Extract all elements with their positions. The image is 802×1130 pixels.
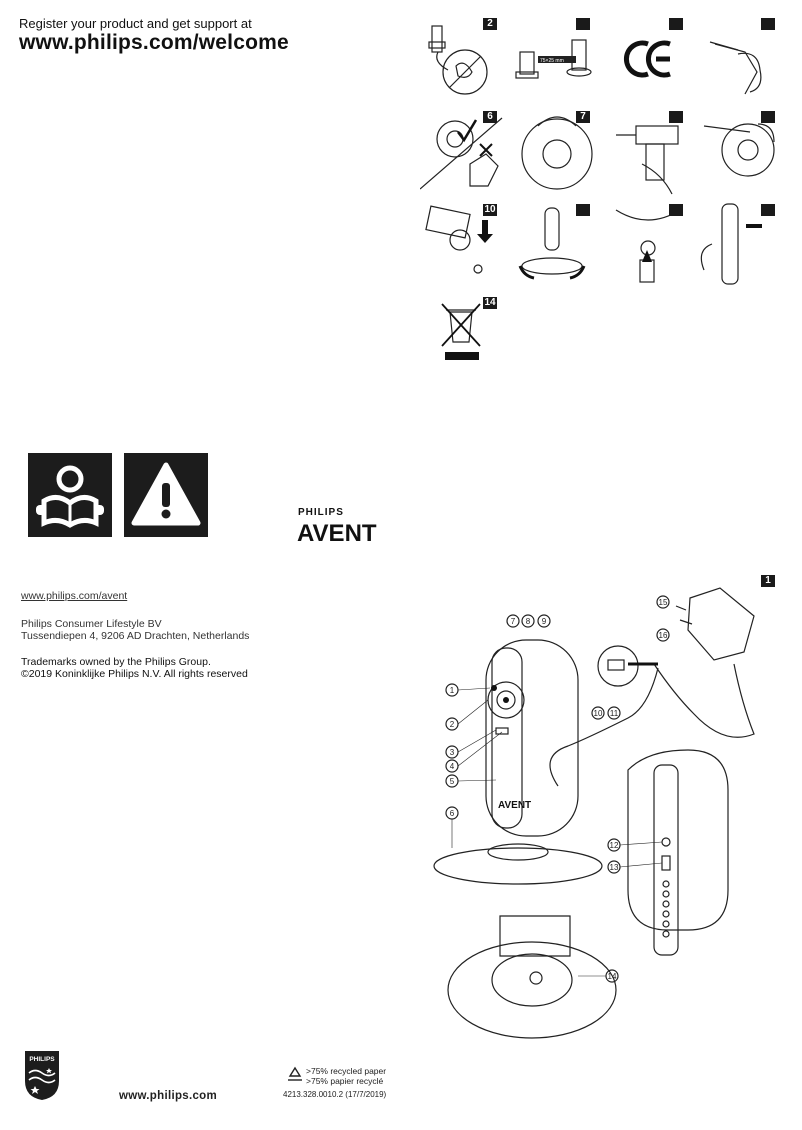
philips-shield-icon: PHILIPS (23, 1049, 61, 1106)
svg-text:8: 8 (526, 617, 531, 626)
recycled-paper-text: >75% recycled paper >75% papier recyclé (306, 1066, 386, 1086)
figure-2-no-water (428, 25, 488, 95)
callout-8: 8 (521, 614, 535, 628)
company-name: Philips Consumer Lifestyle BV (21, 618, 162, 630)
brand-avent: AVENT (297, 520, 377, 547)
callout-14: 14 (605, 969, 619, 983)
figure-3-distance: 75×25 mm (515, 39, 592, 79)
step-badge-9 (761, 111, 775, 123)
figure-9-screws (703, 123, 775, 177)
svg-text:3: 3 (450, 748, 455, 757)
callout-10: 10 (591, 706, 605, 720)
brand-philips: PHILIPS (298, 507, 344, 518)
svg-text:10: 10 (594, 709, 603, 718)
step-badge-1: 1 (761, 575, 775, 587)
warning-icon (124, 453, 208, 537)
step-badge-10: 10 (483, 204, 497, 216)
recycle-icon (285, 1066, 305, 1089)
step-badge-4 (669, 18, 683, 30)
svg-text:9: 9 (542, 617, 547, 626)
document-code: 4213.328.0010.2 (17/7/2019) (283, 1090, 387, 1099)
camera-overview-figure: AVENT 15 16 7 8 9 1 2 3 4 5 6 10 11 12 1… (433, 587, 755, 1039)
callout-15: 15 (656, 595, 670, 609)
read-manual-icon (28, 453, 112, 537)
callout-6: 6 (445, 806, 459, 820)
step-badge-8 (669, 111, 683, 123)
callout-5: 5 (445, 774, 459, 788)
step-badge-12 (669, 204, 683, 216)
register-text: Register your product and get support at (19, 16, 252, 31)
callout-3: 3 (445, 745, 459, 759)
svg-text:1: 1 (450, 686, 455, 695)
step-badge-5 (761, 18, 775, 30)
callout-2: 2 (445, 717, 459, 731)
step-badge-7: 7 (576, 111, 590, 123)
figure-11-rotate (518, 207, 586, 280)
svg-text:16: 16 (659, 631, 668, 640)
dimension-label: 75×25 mm (540, 58, 564, 64)
svg-text:7: 7 (511, 617, 516, 626)
figure-5-screwdriver (709, 41, 762, 95)
figure-8-drill (616, 125, 679, 195)
philips-url[interactable]: www.philips.com (119, 1090, 217, 1102)
svg-text:12: 12 (610, 841, 619, 850)
callout-4: 4 (445, 759, 459, 773)
svg-text:11: 11 (610, 709, 619, 718)
callout-7: 7 (506, 614, 520, 628)
callout-12: 12 (607, 838, 621, 852)
avent-url-link[interactable]: www.philips.com/avent (21, 590, 128, 602)
copyright-text: ©2019 Koninklijke Philips N.V. All right… (21, 668, 248, 680)
recycled-fr: >75% papier recyclé (306, 1076, 384, 1086)
svg-text:14: 14 (608, 972, 617, 981)
recycled-en: >75% recycled paper (306, 1066, 387, 1076)
svg-text:13: 13 (610, 863, 619, 872)
welcome-url[interactable]: www.philips.com/welcome (19, 31, 289, 54)
figure-7-mount (521, 116, 593, 190)
ce-mark-icon (624, 40, 671, 78)
camera-brand-text: AVENT (498, 800, 531, 811)
figure-13-side-button (700, 203, 762, 285)
shield-text: PHILIPS (29, 1056, 55, 1063)
step-badge-6: 6 (483, 111, 497, 123)
weee-bin-icon (441, 303, 481, 360)
company-address: Tussendiepen 4, 9206 AD Drachten, Nether… (21, 630, 250, 642)
trademarks-text: Trademarks owned by the Philips Group. (21, 656, 211, 668)
figure-6-mount-ok (420, 117, 503, 190)
step-badge-11 (576, 204, 590, 216)
figure-12-plug (615, 209, 681, 283)
figure-10-battery (425, 205, 493, 274)
svg-text:4: 4 (450, 762, 455, 771)
svg-text:5: 5 (450, 777, 455, 786)
step-badge-2: 2 (483, 18, 497, 30)
callout-16: 16 (656, 628, 670, 642)
svg-text:15: 15 (659, 598, 668, 607)
callout-1: 1 (445, 683, 459, 697)
instruction-figures: 75×25 mm (420, 25, 775, 360)
step-badge-14: 14 (483, 297, 497, 309)
callout-11: 11 (607, 706, 621, 720)
step-badge-13 (761, 204, 775, 216)
step-badge-3 (576, 18, 590, 30)
callout-13: 13 (607, 860, 621, 874)
svg-text:2: 2 (450, 720, 455, 729)
svg-text:6: 6 (450, 809, 455, 818)
callout-9: 9 (537, 614, 551, 628)
